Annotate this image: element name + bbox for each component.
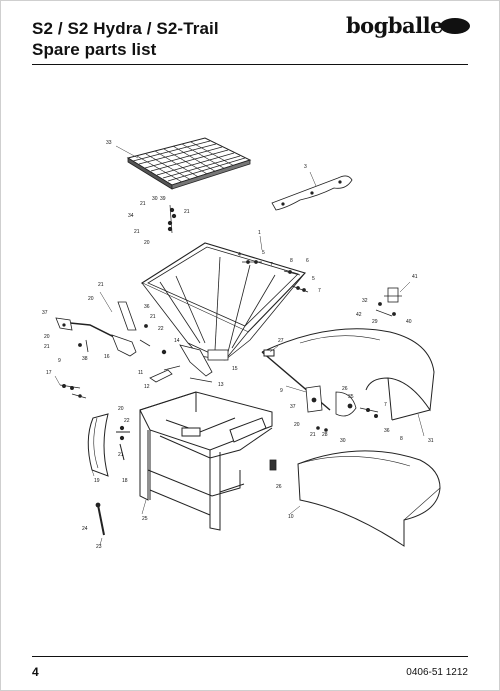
exploded-parts-diagram: 33 3 30 39 21 21 34 21 20 1 4 5 7 8 6 5 … (42, 137, 441, 550)
callout-6: 6 (306, 258, 309, 264)
callout-22: 22 (158, 326, 164, 332)
spreader-shield-part (261, 328, 435, 421)
callout-36: 36 (144, 304, 150, 310)
callout-labels: 33 3 30 39 21 21 34 21 20 1 4 5 7 8 6 5 … (42, 140, 434, 550)
callout-33: 33 (106, 140, 112, 146)
deflector-band-part (297, 450, 441, 547)
page-number: 4 (32, 665, 39, 679)
callout-7: 7 (384, 402, 387, 408)
callout-5: 5 (312, 276, 315, 282)
side-plate-part (87, 413, 130, 477)
callout-15: 15 (232, 366, 238, 372)
callout-34: 34 (128, 213, 134, 219)
callout-31: 31 (428, 438, 434, 444)
document-code: 0406-51 1212 (406, 667, 468, 678)
callout-13: 13 (218, 382, 224, 388)
callout-7: 7 (270, 262, 273, 268)
logo-oval-icon (440, 18, 470, 34)
callout-21: 21 (150, 314, 156, 320)
callout-25: 25 (142, 516, 148, 522)
callout-39: 39 (160, 196, 166, 202)
callout-21: 21 (310, 432, 316, 438)
shutter-linkage (149, 344, 213, 383)
callout-37: 37 (42, 310, 48, 316)
page-subtitle: Spare parts list (32, 40, 157, 59)
hopper-bolts (242, 260, 309, 293)
callout-14: 14 (174, 338, 180, 344)
callout-38: 38 (82, 356, 88, 362)
title-block: S2 / S2 Hydra / S2-Trail Spare parts lis… (32, 18, 219, 60)
bracket-set-right (375, 287, 402, 317)
callout-5: 5 (262, 250, 265, 256)
knob-part (269, 459, 277, 471)
callout-20: 20 (118, 406, 124, 412)
callout-21: 21 (134, 229, 140, 235)
page-title: S2 / S2 Hydra / S2-Trail (32, 19, 219, 38)
spinner-disc-assembly (305, 385, 379, 432)
callout-3: 3 (304, 164, 307, 170)
callout-7: 7 (318, 288, 321, 294)
callout-17: 17 (46, 370, 52, 376)
hopper-part (140, 242, 307, 361)
callout-12: 12 (144, 384, 150, 390)
grid-screen-part (126, 137, 252, 190)
callout-21: 21 (98, 282, 104, 288)
callout-23: 23 (96, 544, 102, 550)
footer-rule (32, 656, 468, 657)
callout-16: 16 (104, 354, 110, 360)
callout-22: 22 (124, 418, 130, 424)
callout-21: 21 (44, 344, 50, 350)
callout-20: 20 (44, 334, 50, 340)
callout-19: 19 (94, 478, 100, 484)
agitator-lever-assembly (55, 301, 151, 357)
leader-lines (54, 145, 425, 546)
top-strip-part (271, 175, 353, 211)
callout-4: 4 (238, 252, 241, 258)
callout-36: 36 (384, 428, 390, 434)
callout-42: 42 (356, 312, 362, 318)
callout-27: 27 (278, 338, 284, 344)
header-rule (32, 64, 468, 65)
frame-part (139, 391, 273, 531)
callout-9: 9 (280, 388, 283, 394)
callout-26: 26 (276, 484, 282, 490)
fastener-set-top (167, 204, 177, 234)
callout-32: 32 (362, 298, 368, 304)
callout-28: 28 (322, 432, 328, 438)
callout-1: 1 (258, 230, 261, 236)
callout-35: 35 (348, 394, 354, 400)
brand-logo: bogballe (346, 15, 470, 39)
callout-20: 20 (144, 240, 150, 246)
callout-26: 26 (342, 386, 348, 392)
callout-8: 8 (290, 258, 293, 264)
callout-30: 30 (340, 438, 346, 444)
fastener-set-left (59, 384, 87, 399)
callout-11: 11 (138, 370, 143, 376)
callout-29: 29 (372, 319, 378, 325)
callout-20: 20 (294, 422, 300, 428)
callout-30: 30 (152, 196, 158, 202)
callout-9: 9 (58, 358, 61, 364)
callout-24: 24 (82, 526, 88, 532)
logo-text: bogballe (346, 13, 443, 38)
callout-10: 10 (288, 514, 294, 520)
callout-20: 20 (88, 296, 94, 302)
callout-8: 8 (400, 436, 403, 442)
callout-37: 37 (290, 404, 296, 410)
callout-21: 21 (118, 452, 124, 458)
callout-41: 41 (412, 274, 418, 280)
callout-21: 21 (184, 209, 190, 215)
callout-18: 18 (122, 478, 128, 484)
callout-21: 21 (140, 201, 146, 207)
callout-40: 40 (406, 319, 412, 325)
bolt-part (95, 502, 105, 536)
